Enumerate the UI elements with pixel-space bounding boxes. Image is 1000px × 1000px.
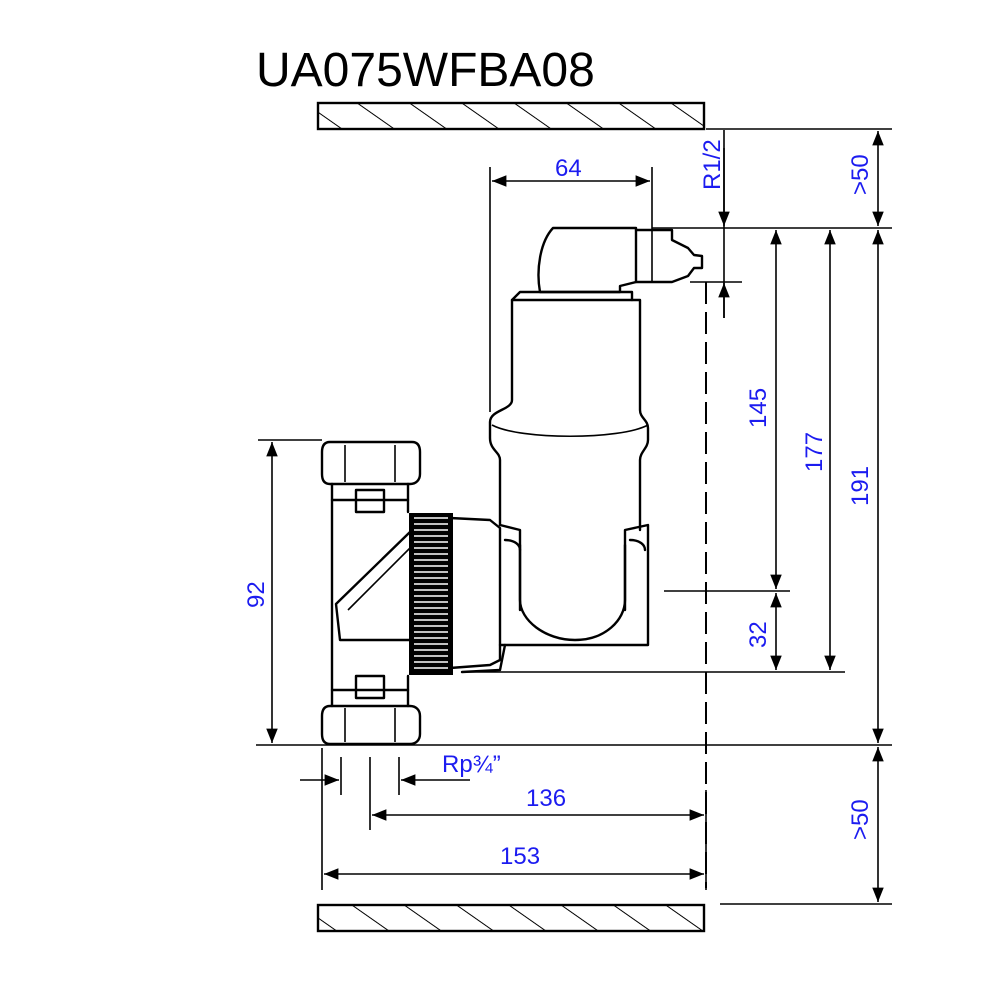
knurled-nut <box>409 513 453 675</box>
dimension-lines <box>266 131 884 902</box>
dim-64: 64 <box>555 155 582 182</box>
dim-177: 177 <box>801 432 828 472</box>
dim-92: 92 <box>243 581 270 608</box>
bottom-wall <box>316 903 706 933</box>
dim-191: 191 <box>847 466 874 506</box>
dim-rp34: Rp¾” <box>442 751 501 778</box>
dim-136: 136 <box>526 785 566 812</box>
dim-153: 153 <box>500 843 540 870</box>
dim-r12: R1/2 <box>699 139 726 190</box>
extension-lines <box>256 128 892 905</box>
model-title: UA075WFBA08 <box>256 44 595 97</box>
dim-145: 145 <box>745 388 772 428</box>
top-wall <box>316 101 706 131</box>
dim-bottom-clearance: >50 <box>847 799 874 840</box>
separator-body <box>448 226 704 674</box>
dim-32: 32 <box>745 621 772 648</box>
valve-body <box>320 440 422 746</box>
dim-top-clearance: >50 <box>847 154 874 195</box>
